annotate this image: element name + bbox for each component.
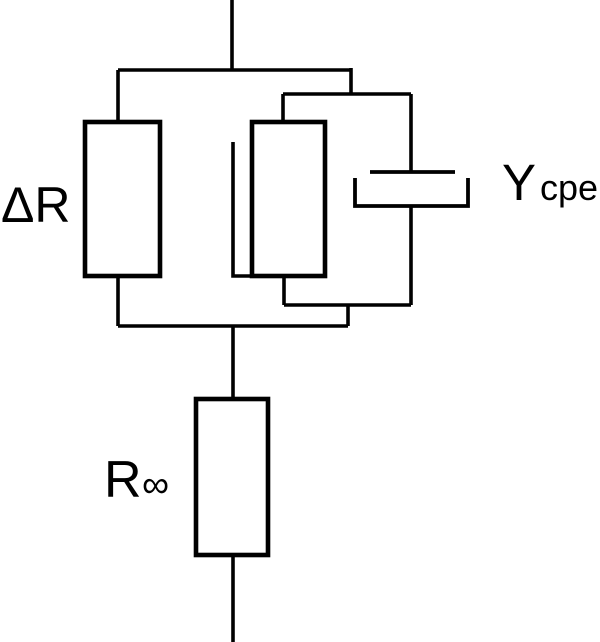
delta-r-resistor-body [82, 119, 163, 279]
r-infinity-resistor-body [193, 396, 271, 558]
ycpe-label: Y cpe [502, 154, 598, 211]
delta-r-label: ΔR [1, 177, 71, 233]
electrode-line [231, 142, 253, 278]
r-infinity-label-main: R [104, 451, 142, 509]
r-infinity-label: R ∞ [104, 451, 169, 509]
r-infinity-label-subscript: ∞ [142, 464, 169, 506]
cpe-bottom-plate [353, 178, 470, 208]
ycpe-label-subscript: cpe [540, 167, 598, 208]
parallel-resistor-body [249, 119, 328, 279]
ycpe-label-main: Y [502, 154, 536, 211]
